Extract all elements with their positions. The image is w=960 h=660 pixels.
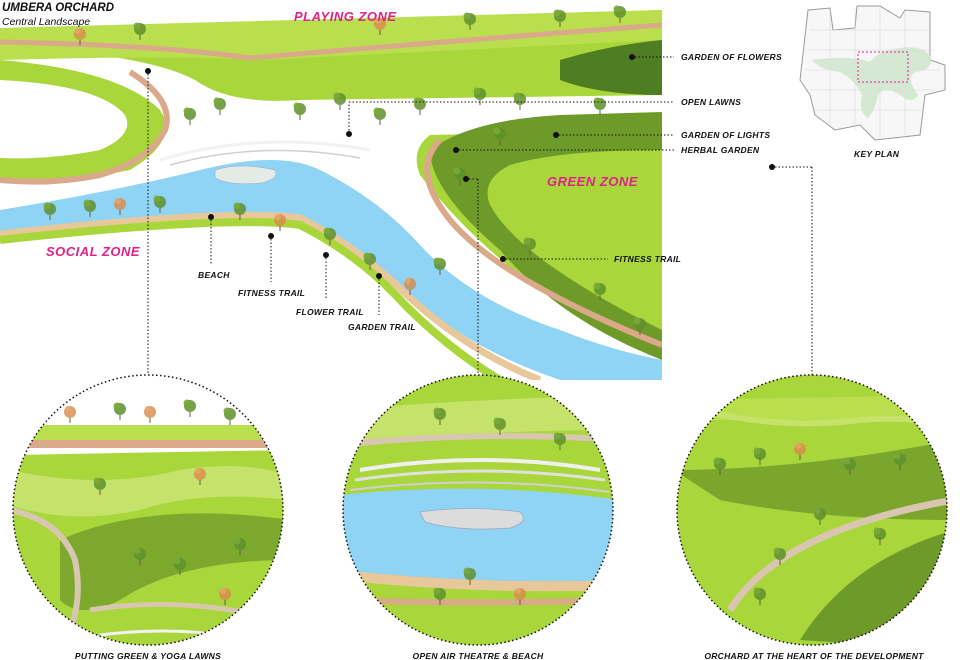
leader-center-detail	[463, 176, 479, 376]
site-plan	[0, 5, 662, 380]
detail-left-caption: PUTTING GREEN & YOGA LAWNS	[75, 651, 221, 660]
theatre-arcs	[159, 140, 371, 162]
top-path	[0, 22, 662, 61]
left-inner-white	[0, 80, 128, 159]
zone-playing: PLAYING ZONE	[294, 9, 397, 24]
label-fitness-trail-right: FITNESS TRAIL	[500, 254, 681, 264]
garden-of-flowers-area	[560, 40, 662, 95]
key-plan: KEY PLAN	[799, 5, 946, 159]
svg-text:GARDEN OF LIGHTS: GARDEN OF LIGHTS	[681, 130, 770, 140]
key-plan-green	[812, 47, 931, 118]
title: UMBERA ORCHARD	[2, 2, 114, 14]
label-garden-trail: GARDEN TRAIL	[348, 273, 416, 332]
leader-right-detail	[769, 164, 813, 376]
left-curve-path	[0, 69, 170, 185]
svg-text:FITNESS TRAIL: FITNESS TRAIL	[238, 288, 305, 298]
label-garden-of-flowers: GARDEN OF FLOWERS	[629, 52, 782, 62]
detail-right: ORCHARD AT THE HEART OF THE DEVELOPMENT	[676, 374, 948, 660]
svg-text:HERBAL GARDEN: HERBAL GARDEN	[681, 145, 760, 155]
herbal-path	[424, 137, 662, 348]
zone-social: SOCIAL ZONE	[46, 244, 140, 259]
key-plan-highlight	[857, 51, 909, 83]
svg-text:OPEN LAWNS: OPEN LAWNS	[681, 97, 741, 107]
leader-left-detail	[145, 68, 151, 376]
key-plan-label: KEY PLAN	[854, 149, 900, 159]
label-garden-of-lights: GARDEN OF LIGHTS	[553, 130, 770, 140]
lower-lawn	[0, 218, 503, 380]
svg-text:FITNESS TRAIL: FITNESS TRAIL	[614, 254, 681, 264]
detail-left: PUTTING GREEN & YOGA LAWNS	[12, 374, 284, 660]
svg-text:FLOWER TRAIL: FLOWER TRAIL	[296, 307, 364, 317]
label-beach: BEACH	[198, 214, 230, 280]
label-herbal-garden: HERBAL GARDEN	[453, 145, 760, 155]
green-zone-area	[430, 112, 662, 360]
svg-text:BEACH: BEACH	[198, 270, 230, 280]
label-fitness-trail-left: FITNESS TRAIL	[238, 233, 305, 298]
zone-green: GREEN ZONE	[547, 174, 638, 189]
svg-text:GARDEN TRAIL: GARDEN TRAIL	[348, 322, 416, 332]
label-open-lawns: OPEN LAWNS	[346, 97, 741, 137]
detail-right-caption: ORCHARD AT THE HEART OF THE DEVELOPMENT	[704, 651, 924, 660]
svg-text:GARDEN OF FLOWERS: GARDEN OF FLOWERS	[681, 52, 782, 62]
label-flower-trail: FLOWER TRAIL	[296, 252, 364, 317]
detail-center: OPEN AIR THEATRE & BEACH	[342, 374, 614, 660]
detail-island	[419, 508, 524, 530]
lower-bank	[0, 212, 560, 380]
detail-center-caption: OPEN AIR THEATRE & BEACH	[413, 651, 544, 660]
island	[214, 165, 277, 185]
subtitle: Central Landscape	[2, 16, 90, 28]
